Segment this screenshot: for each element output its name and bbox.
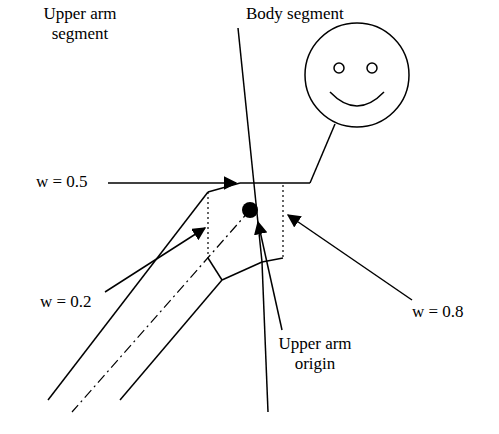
- leader-arrow: [258, 222, 282, 330]
- center-line: [72, 210, 250, 412]
- leader-arrow: [105, 228, 205, 292]
- segment-label: Upper arm segment: [30, 4, 130, 44]
- smile: [330, 92, 384, 106]
- origin-dot: [242, 202, 258, 218]
- origin-label: Upper arm origin: [270, 334, 360, 374]
- torso-line: [262, 262, 268, 412]
- leader-arrow: [108, 182, 236, 184]
- head-circle: [305, 23, 409, 127]
- segment-label: Body segment: [246, 4, 366, 24]
- weight-label: w = 0.8: [412, 302, 487, 322]
- arm-outline: [120, 280, 222, 400]
- dotted-boundary: [282, 185, 283, 258]
- arm-outline: [208, 258, 222, 280]
- shoulder-line: [240, 182, 310, 184]
- body-outline: [262, 258, 283, 262]
- arm-outline: [208, 183, 240, 192]
- weight-label: w = 0.2: [40, 292, 110, 312]
- arm-outline: [222, 262, 262, 280]
- dotted-boundary: [207, 192, 208, 258]
- neck-line: [310, 124, 335, 183]
- eye: [334, 63, 344, 73]
- weight-label: w = 0.5: [36, 172, 106, 192]
- leader-arrow: [288, 215, 412, 300]
- eye: [367, 63, 377, 73]
